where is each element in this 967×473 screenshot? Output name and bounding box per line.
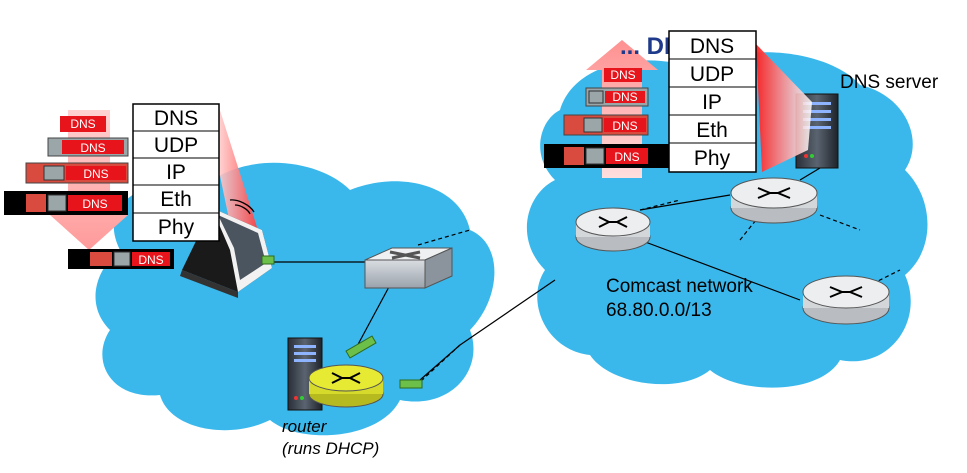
right-layer-4: Phy: [694, 147, 731, 170]
comcast-router-3: [802, 275, 890, 325]
packet-tag: DNS: [82, 197, 107, 211]
dns-server-label: DNS server: [840, 72, 939, 93]
right-layer-1: UDP: [690, 63, 734, 86]
left-layer-1: UDP: [154, 134, 198, 157]
packet-tag: DNS: [612, 90, 637, 104]
packet-tag: DNS: [83, 167, 108, 181]
comcast-prefix-label: 68.80.0.0/13: [606, 300, 712, 321]
left-layer-4: Phy: [158, 216, 195, 239]
router-role-label: (runs DHCP): [282, 439, 379, 458]
packet-tag: DNS: [614, 150, 639, 164]
comcast-router-2: [730, 177, 818, 224]
links: [272, 167, 901, 383]
left-packets: DNS DNS DNS DNS DNS: [4, 116, 174, 269]
switch-icon: [364, 247, 453, 289]
left-packet-dns: [60, 116, 106, 132]
left-stack-beam: [205, 104, 268, 262]
right-layer-3: Eth: [696, 119, 728, 142]
packet-tag: DNS: [80, 141, 105, 155]
right-stack-beam: [756, 44, 812, 172]
right-layer-0: DNS: [690, 35, 734, 58]
packet-tag: DNS: [138, 253, 163, 267]
right-layer-2: IP: [702, 91, 722, 114]
left-layer-0: DNS: [154, 107, 198, 130]
dhcp-router-icon: [308, 335, 423, 408]
left-layer-3: Eth: [160, 188, 192, 211]
left-layer-2: IP: [166, 161, 186, 184]
comcast-network-label: Comcast network: [606, 276, 753, 297]
comcast-router-1: [575, 207, 651, 252]
right-protocol-stack: DNS UDP IP Eth Phy: [668, 30, 757, 173]
right-packet-dns: [604, 68, 642, 82]
router-label: router: [282, 417, 328, 436]
packet-tag: DNS: [612, 119, 637, 133]
right-packets: DNS DNS DNS DNS: [544, 68, 669, 168]
left-protocol-stack: DNS UDP IP Eth Phy: [132, 103, 220, 242]
packet-tag: DNS: [70, 117, 95, 131]
packet-tag: DNS: [610, 68, 635, 82]
